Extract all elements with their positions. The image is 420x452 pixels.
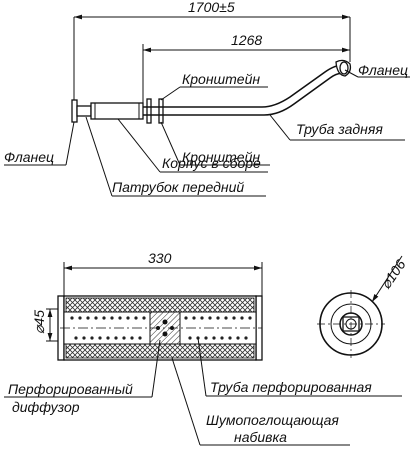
overall-length-dimension: 1700±5	[73, 0, 351, 104]
outer-diameter-label: ⌀106	[377, 256, 408, 291]
front-pipe	[76, 105, 92, 117]
bracket-2	[158, 98, 164, 124]
muffler-section	[57, 295, 263, 361]
exhaust-assembly	[71, 59, 352, 124]
perforated-diffuser-label-2: диффузор	[12, 399, 80, 415]
perforation-dots	[70, 316, 252, 340]
overall-length-label: 1700±5	[188, 0, 235, 15]
absorbing-filling-top	[65, 297, 255, 313]
pipe-length-label: 1268	[231, 32, 262, 48]
body-assembly-label: Корпус в сборе	[162, 155, 261, 171]
top-view: 1700±5 1268	[4, 0, 410, 197]
muffler-body	[90, 102, 144, 120]
rear-pipe-label: Труба задняя	[296, 121, 383, 137]
inner-diameter-dimension: ⌀45	[31, 308, 60, 342]
pipe-length-dimension: 1268	[142, 32, 350, 104]
absorbing-filling-bottom	[65, 343, 255, 359]
bracket-1	[146, 98, 152, 124]
absorbing-filling-label-1: Шумопоглощающая	[206, 412, 339, 428]
front-pipe-label: Патрубок передний	[112, 179, 244, 195]
flange-left-label: Фланец	[4, 149, 54, 165]
perforated-diffuser-label-1: Перфорированный	[8, 381, 133, 397]
left-flange	[71, 99, 78, 123]
flange-right-label: Фланец	[358, 62, 408, 78]
bracket-top-label: Кронштейн	[182, 71, 260, 87]
end-view: ⌀106	[317, 255, 409, 358]
perforated-diffuser	[149, 311, 181, 345]
section-length-dimension: 330	[63, 250, 263, 300]
section-leaders: Перфорированный диффузор Труба перфориро…	[4, 337, 402, 446]
top-leaders: Фланец Кронштейн Кронштейн Труба задняя …	[4, 62, 410, 197]
bracket-bottom-label: Кронштейн	[182, 149, 260, 165]
inner-diameter-label: ⌀45	[31, 310, 47, 334]
section-view: 330 ⌀45	[4, 250, 409, 446]
absorbing-filling-label-2: набивка	[234, 429, 287, 445]
perforated-pipe-label: Труба перфорированная	[210, 379, 372, 395]
section-length-label: 330	[148, 250, 172, 266]
